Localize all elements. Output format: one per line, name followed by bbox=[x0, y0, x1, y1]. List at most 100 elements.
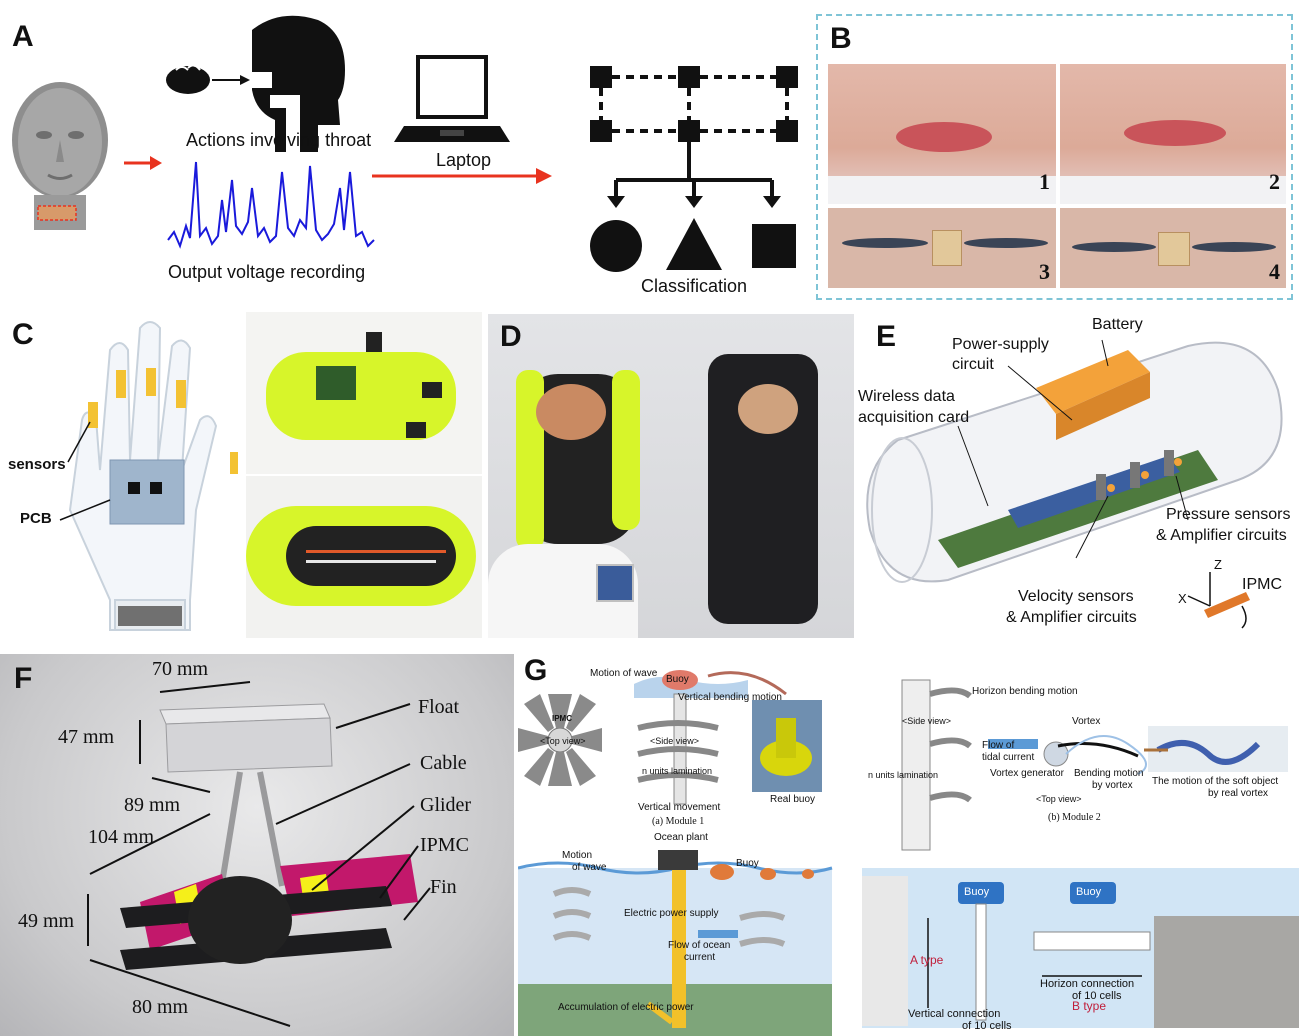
dim-89: 89 mm bbox=[124, 794, 181, 816]
side-view-label-2: <Side view> bbox=[902, 716, 952, 726]
axis-z-label: Z bbox=[1214, 557, 1222, 572]
vertical-movement-label: Vertical movement bbox=[638, 802, 721, 813]
velocity-label-1: Velocity sensors bbox=[1018, 588, 1134, 605]
power-supply-label-1: Power-supply bbox=[952, 336, 1049, 353]
fin-label: Fin bbox=[430, 876, 457, 898]
top-view-label-2: <Top view> bbox=[1036, 794, 1082, 804]
motion-of-wave-2a: Motion bbox=[562, 850, 593, 861]
dim-49: 49 mm bbox=[18, 910, 75, 932]
classification-caption: Classification bbox=[641, 276, 748, 296]
n-units-label: n units lamination bbox=[642, 766, 713, 776]
face-photo-2: 2 bbox=[1060, 64, 1286, 204]
cable-label: Cable bbox=[420, 752, 467, 774]
sensor-strip bbox=[88, 402, 98, 428]
sensor-strip bbox=[116, 370, 126, 398]
ipmc-label-g1: IPMC bbox=[552, 714, 572, 723]
frame-number-3: 3 bbox=[1039, 258, 1050, 284]
vertical-connection-label-1: Vertical connection bbox=[908, 1008, 1001, 1020]
panel-label-c: C bbox=[12, 318, 34, 351]
pressure-label-2: & Amplifier circuits bbox=[1156, 527, 1287, 544]
dim-47: 47 mm bbox=[58, 726, 115, 748]
flow-tidal-label-2: tidal current bbox=[982, 752, 1035, 763]
module1-caption: (a) Module 1 bbox=[652, 816, 705, 827]
sensor-strip bbox=[146, 368, 156, 396]
panel-e: E Battery Power-supply circuit Wireless … bbox=[858, 310, 1299, 640]
wireless-label-2: acquisition card bbox=[858, 409, 970, 426]
panel-f: F 70 mm 47 mm 89 mm 104 mm 49 mm 80 mm F bbox=[0, 654, 514, 1036]
buoy-b-label: Buoy bbox=[1076, 886, 1102, 898]
flow-tidal-label-1: Flow of bbox=[982, 740, 1015, 751]
panel-d: D bbox=[488, 314, 854, 638]
ocean-energy-diagram bbox=[518, 670, 1299, 1036]
panel-label-f: F bbox=[14, 662, 33, 695]
bending-by-vortex-label-1: Bending motion bbox=[1074, 768, 1144, 779]
panel-g: G bbox=[518, 654, 1299, 1036]
classification-network bbox=[590, 66, 798, 272]
buoy-label-2: Buoy bbox=[736, 858, 759, 869]
voltage-caption: Output voltage recording bbox=[168, 262, 366, 282]
ocean-plant-label: Ocean plant bbox=[654, 832, 708, 843]
head-illustration bbox=[12, 82, 108, 230]
glider-label: Glider bbox=[420, 794, 472, 816]
wireless-label-1: Wireless data bbox=[858, 388, 955, 405]
soft-object-label-2: by real vortex bbox=[1208, 788, 1269, 799]
axis-x-label: X bbox=[1178, 591, 1187, 606]
glider-diagram bbox=[87, 681, 431, 1027]
dim-104: 104 mm bbox=[88, 826, 155, 848]
vortex-generator-label: Vortex generator bbox=[990, 768, 1064, 779]
frame-number-2: 2 bbox=[1269, 168, 1280, 194]
flow-ocean-label-1: Flow of ocean bbox=[668, 940, 731, 951]
voltage-signal bbox=[167, 161, 375, 249]
vertical-bending: Vertical bending motion bbox=[678, 692, 782, 703]
dim-70: 70 mm bbox=[152, 658, 209, 680]
panel-c: C sensors PCB bbox=[0, 310, 484, 640]
food-icon bbox=[166, 64, 210, 94]
panel-a-drawing bbox=[12, 15, 798, 272]
ipmc-label-e: IPMC bbox=[1242, 576, 1282, 593]
top-view-star bbox=[518, 694, 602, 786]
laptop-icon bbox=[394, 55, 510, 142]
flow-ocean-label-2: current bbox=[684, 952, 716, 963]
throat-head-icon bbox=[252, 15, 345, 152]
glove-photo-back bbox=[246, 312, 482, 474]
panel-label-b: B bbox=[830, 22, 852, 55]
glove-robot-hand-photo bbox=[488, 314, 854, 638]
module2-caption: (b) Module 2 bbox=[1048, 812, 1101, 823]
panel-label-d: D bbox=[500, 320, 522, 353]
a-type-label: A type bbox=[910, 953, 944, 967]
panel-label-e: E bbox=[876, 320, 897, 353]
velocity-label-2: & Amplifier circuits bbox=[1006, 609, 1137, 626]
horizon-connection-label-2: of 10 cells bbox=[1072, 990, 1122, 1002]
laptop-caption: Laptop bbox=[436, 150, 492, 170]
face-photo-1: 1 bbox=[828, 64, 1056, 204]
brow-photo-4: 4 bbox=[1060, 208, 1286, 288]
horizon-connection-label-1: Horizon connection bbox=[1040, 978, 1135, 990]
panel-b: B 1 2 3 4 bbox=[816, 14, 1293, 300]
panel-label-a: A bbox=[12, 20, 34, 53]
horizon-bending-label: Horizon bending motion bbox=[972, 686, 1078, 697]
b-type-label: B type bbox=[1072, 999, 1107, 1013]
motion-of-wave-2b: of wave bbox=[572, 862, 607, 873]
side-view-label: <Side view> bbox=[650, 736, 700, 746]
sensor-strip bbox=[176, 380, 186, 408]
panel-a: A bbox=[0, 0, 812, 300]
power-supply-label-2: circuit bbox=[952, 356, 994, 373]
buoy-a-label: Buoy bbox=[964, 886, 990, 898]
n-units-label-2: n units lamination bbox=[868, 770, 939, 780]
sensors-label: sensors bbox=[8, 456, 66, 473]
pcb-label: PCB bbox=[20, 510, 52, 527]
glove-photo-palm bbox=[246, 476, 482, 638]
pressure-label-1: Pressure sensors bbox=[1166, 506, 1291, 523]
soft-object-label-1: The motion of the soft object bbox=[1152, 776, 1279, 787]
panel-label-g: G bbox=[524, 654, 548, 687]
accumulation-label: Accumulation of electric power bbox=[558, 1002, 694, 1013]
float-label: Float bbox=[418, 696, 460, 718]
frame-number-4: 4 bbox=[1269, 258, 1280, 284]
dim-80: 80 mm bbox=[132, 996, 189, 1018]
bending-by-vortex-label-2: by vortex bbox=[1092, 780, 1133, 791]
vertical-connection-label-2: of 10 cells bbox=[962, 1020, 1012, 1032]
ipmc-label-f: IPMC bbox=[420, 834, 469, 856]
glove-diagram bbox=[59, 321, 238, 631]
capsule-sensor-diagram bbox=[866, 339, 1283, 629]
battery-label: Battery bbox=[1092, 316, 1143, 333]
